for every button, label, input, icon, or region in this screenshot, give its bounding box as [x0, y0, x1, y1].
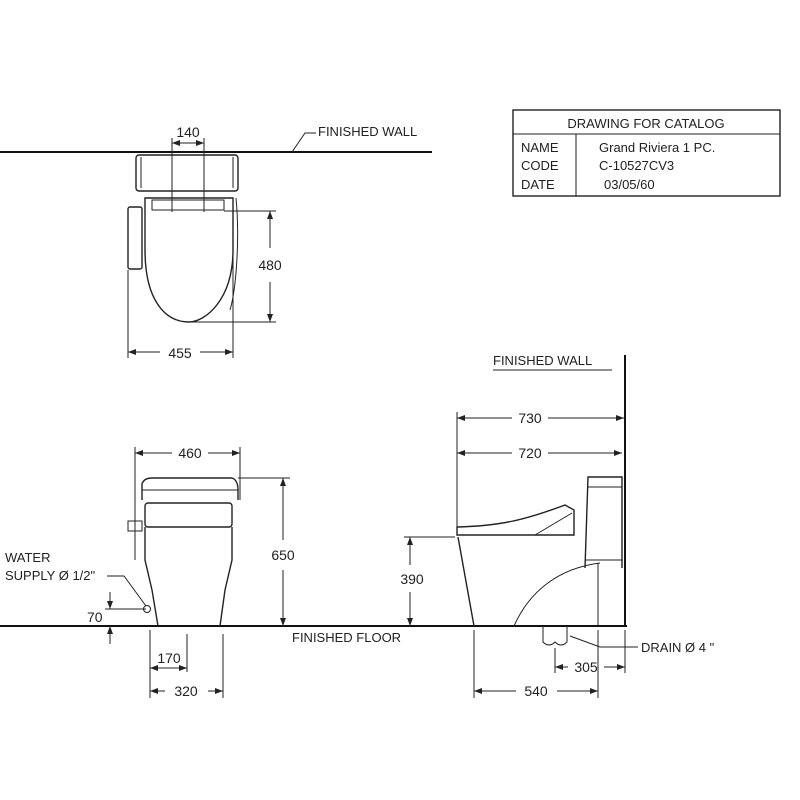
dim-390: 390 [400, 571, 424, 587]
water-supply-label-2: SUPPLY Ø 1/2" [5, 568, 96, 583]
dim-540: 540 [524, 683, 548, 699]
top-view: FINISHED WALL 140 480 455 [0, 124, 432, 361]
drain-label: DRAIN Ø 4 " [641, 640, 715, 655]
dim-730: 730 [518, 410, 542, 426]
dim-140: 140 [176, 124, 200, 140]
dim-170: 170 [157, 650, 181, 666]
dim-460: 460 [178, 445, 202, 461]
floor-label: FINISHED FLOOR [292, 630, 401, 645]
code-value: C-10527CV3 [599, 158, 674, 173]
side-wall-label: FINISHED WALL [493, 353, 592, 368]
tank-outline [135, 154, 239, 192]
title-block: DRAWING FOR CATALOG NAME CODE DATE Grand… [512, 109, 781, 197]
dim-455: 455 [168, 345, 192, 361]
dim-720: 720 [518, 445, 542, 461]
dim-650: 650 [271, 547, 295, 563]
dim-70: 70 [87, 609, 103, 625]
name-label: NAME [521, 140, 559, 155]
code-label: CODE [521, 158, 559, 173]
name-value: Grand Riviera 1 PC. [599, 140, 715, 155]
dim-305: 305 [574, 659, 598, 675]
side-view: FINISHED WALL 730 720 390 DRAIN Ø 4 " 30 [400, 353, 714, 699]
seat-outline [144, 197, 234, 323]
drain-pipe [542, 626, 568, 646]
water-supply-label-1: WATER [5, 550, 51, 565]
title-block-heading: DRAWING FOR CATALOG [567, 116, 724, 131]
front-view: 460 650 WATER SUPPLY Ø 1/2" 70 170 320 [5, 445, 295, 699]
date-value: 03/05/60 [604, 177, 655, 192]
dim-480: 480 [258, 257, 282, 273]
top-wall-label: FINISHED WALL [318, 124, 417, 139]
dim-320: 320 [174, 683, 198, 699]
remote-control [127, 206, 143, 270]
date-label: DATE [521, 177, 555, 192]
